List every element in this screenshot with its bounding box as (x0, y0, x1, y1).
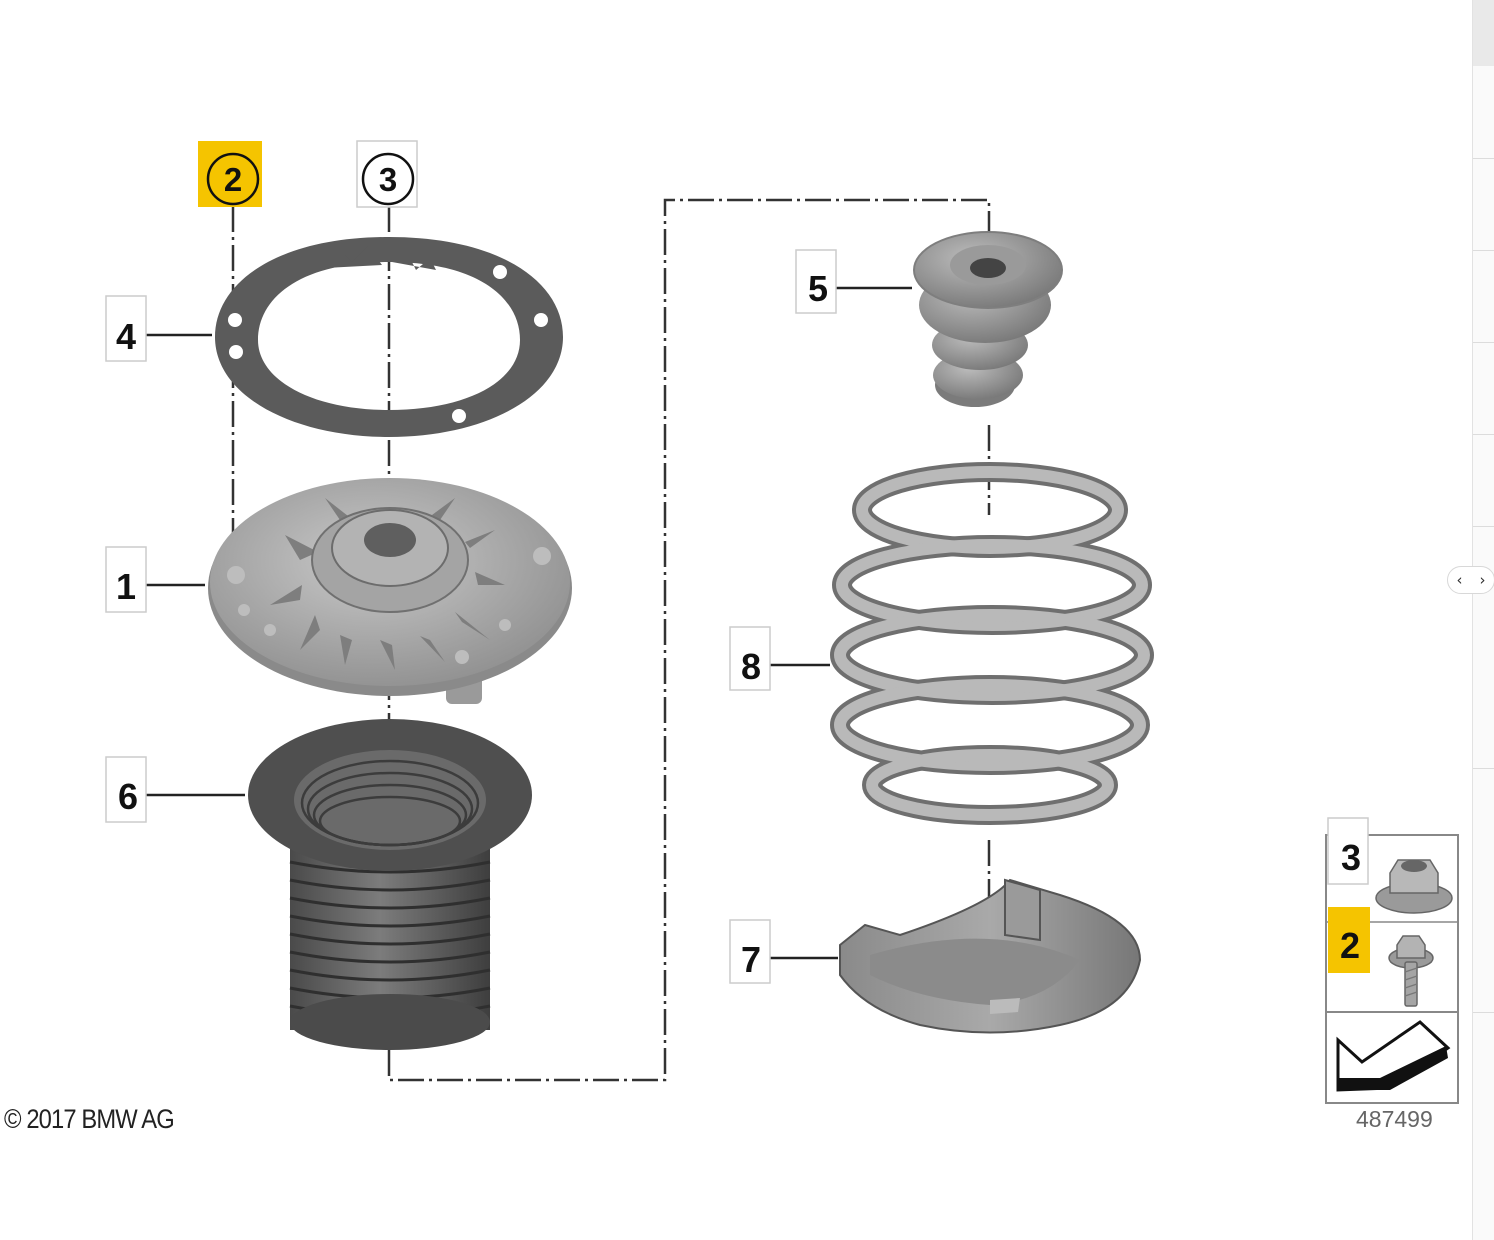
spring-seat-part (839, 878, 1142, 1034)
callout-label: 7 (741, 939, 761, 980)
gasket-part (215, 237, 563, 437)
vertical-scrollbar[interactable] (1472, 0, 1494, 1240)
leader-lines (146, 286, 912, 960)
scroll-tick (1473, 1012, 1494, 1013)
chevron-left-icon[interactable]: ‹ (1456, 571, 1463, 589)
legend-highlight (1328, 907, 1370, 973)
carousel-nav: ‹ › (1447, 566, 1494, 594)
callout-5[interactable]: 5 (795, 249, 837, 314)
callout-label: 1 (116, 566, 136, 607)
callout-box (105, 546, 147, 613)
legend-callout-2[interactable]: 2 (1328, 907, 1370, 973)
callout-label: 8 (741, 646, 761, 687)
diagram-number: 487499 (1356, 1106, 1433, 1132)
callout-label: 3 (379, 161, 397, 198)
legend-label: 3 (1341, 837, 1361, 878)
bump-stop-part (913, 231, 1063, 407)
scroll-tick (1473, 342, 1494, 343)
hex-bolt-icon (1388, 935, 1434, 1007)
copyright-text: © 2017 BMW AG (4, 1104, 175, 1134)
callout-7[interactable]: 7 (729, 919, 771, 984)
legend-label: 2 (1340, 925, 1360, 966)
callout-box (729, 626, 771, 691)
legend-callout-3[interactable]: 3 (1341, 837, 1361, 878)
direction-arrow-icon (1336, 1020, 1451, 1092)
callout-box (105, 295, 147, 362)
callout-circle (361, 152, 415, 206)
flange-nut-icon (1375, 859, 1453, 914)
callout-6[interactable]: 6 (105, 756, 147, 823)
callout-box (105, 756, 147, 823)
callout-label: 4 (116, 316, 136, 357)
callout-circle (206, 152, 260, 206)
callout-8[interactable]: 8 (729, 626, 771, 691)
scroll-tick (1473, 250, 1494, 251)
scroll-tick (1473, 768, 1494, 769)
callout-2[interactable]: 2 (198, 141, 262, 207)
callout-box (729, 919, 771, 984)
scroll-tick (1473, 434, 1494, 435)
scroll-thumb[interactable] (1473, 0, 1494, 66)
scroll-tick (1473, 526, 1494, 527)
dust-boot-part (248, 719, 532, 1050)
callout-4[interactable]: 4 (105, 295, 147, 362)
strut-mount-part (208, 478, 572, 704)
scroll-tick (1473, 158, 1494, 159)
coil-spring-part (830, 462, 1154, 825)
chevron-right-icon[interactable]: › (1479, 571, 1486, 589)
callout-label: 5 (808, 268, 828, 309)
hardware-legend: 3 2 (1325, 817, 1459, 1104)
callout-label: 2 (224, 161, 242, 198)
callout-3[interactable]: 3 (356, 140, 418, 208)
callout-label: 6 (118, 776, 138, 817)
callout-box (795, 249, 837, 314)
callout-1[interactable]: 1 (105, 546, 147, 613)
